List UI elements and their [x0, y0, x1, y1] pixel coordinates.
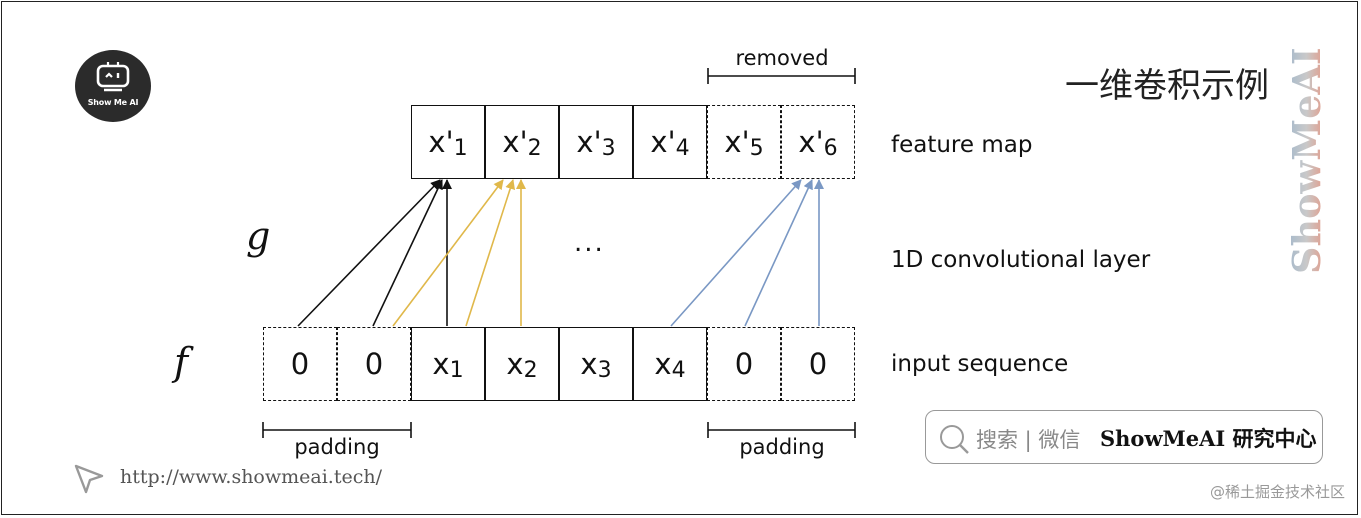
input-sequence-label: input sequence: [891, 351, 1069, 377]
removed-bracket: [707, 68, 856, 84]
arrow-yellow-1: [392, 179, 504, 327]
cursor-icon: [74, 464, 104, 494]
search-box[interactable]: 搜索 | 微信 ShowMeAI 研究中心: [925, 410, 1323, 464]
search-brand: ShowMeAI 研究中心: [1100, 426, 1317, 451]
feature-cell-4: x'4: [633, 105, 707, 179]
f-symbol: f: [174, 340, 189, 384]
input-cell-7: 0: [707, 327, 781, 401]
padding-right-label: padding: [739, 435, 825, 459]
layer-label: 1D convolutional layer: [891, 247, 1151, 273]
arrow-yellow-2: [465, 179, 516, 327]
brand-vertical: ShowMeAI: [1290, 47, 1326, 274]
ellipsis: ...: [574, 228, 605, 258]
page-title: 一维卷积示例: [1065, 66, 1269, 106]
padding-bracket-left: [262, 422, 412, 438]
input-cell-1: 0: [263, 327, 337, 401]
arrow-black-2: [372, 179, 443, 327]
g-symbol: g: [246, 214, 271, 258]
feature-cell-6: x'6: [781, 105, 855, 179]
robot-icon: [96, 62, 130, 92]
feature-cell-2: x'2: [485, 105, 559, 179]
brand-vertical-text: ShowMeAI: [1290, 47, 1326, 274]
feature-cell-1: x'1: [411, 105, 485, 179]
feature-cell-3: x'3: [559, 105, 633, 179]
arrow-black-1: [297, 179, 441, 327]
logo-text: Show Me AI: [87, 98, 139, 107]
padding-left-label: padding: [294, 435, 380, 459]
removed-label: removed: [735, 46, 829, 70]
search-icon: [940, 425, 969, 454]
feature-cell-5: x'5: [707, 105, 781, 179]
search-hint: 搜索 | 微信: [976, 428, 1081, 452]
padding-bracket-right: [707, 422, 856, 438]
showmeai-logo: Show Me AI: [75, 50, 151, 122]
footer-watermark: @稀土掘金技术社区: [1209, 483, 1345, 501]
arrow-blue-1: [670, 179, 802, 327]
website-link[interactable]: http://www.showmeai.tech/: [120, 466, 383, 488]
input-cell-2: 0: [337, 327, 411, 401]
arrow-blue-2: [744, 179, 813, 327]
feature-map-label: feature map: [891, 132, 1033, 158]
input-cell-8: 0: [781, 327, 855, 401]
